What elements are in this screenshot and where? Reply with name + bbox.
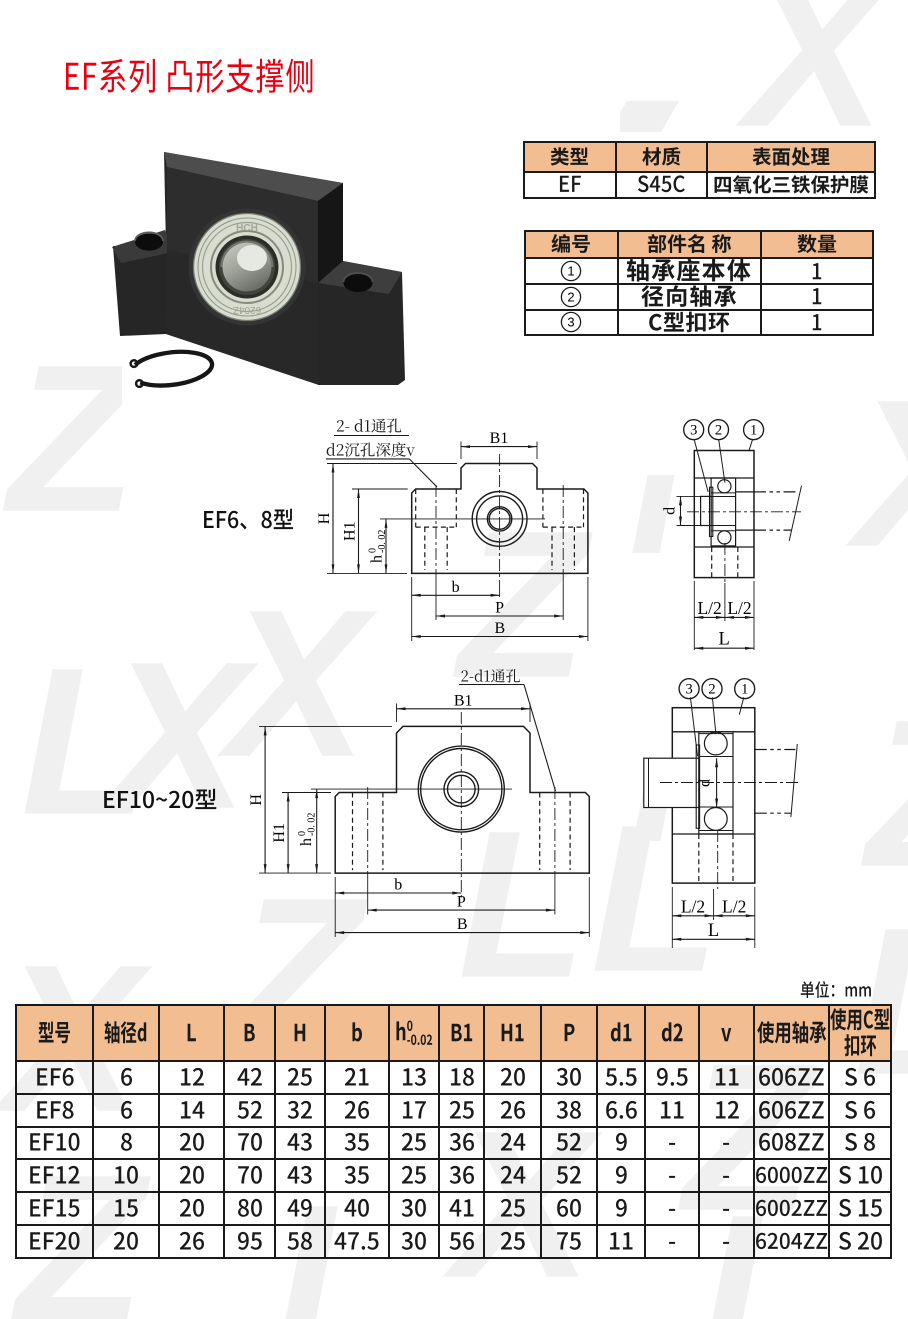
svg-text:L: L [718, 630, 729, 650]
svg-text:1: 1 [741, 682, 748, 698]
svg-text:H1: H1 [342, 521, 359, 541]
svg-text:B: B [494, 620, 505, 637]
svg-text:P: P [457, 894, 466, 911]
svg-text:h: h [369, 555, 386, 563]
svg-text:H: H [316, 512, 333, 524]
svg-text:3: 3 [568, 315, 575, 330]
svg-text:-0. 02: -0. 02 [307, 813, 318, 836]
svg-text:6204Z: 6204Z [233, 304, 261, 315]
svg-text:b: b [394, 877, 402, 894]
svg-text:L/2: L/2 [681, 896, 705, 916]
svg-text:2: 2 [568, 289, 575, 304]
svg-text:L/2: L/2 [697, 598, 721, 618]
svg-text:B1: B1 [454, 692, 473, 709]
svg-text:0: 0 [368, 548, 379, 553]
svg-text:2: 2 [708, 682, 715, 698]
svg-text:B: B [457, 916, 468, 933]
svg-text:L: L [708, 921, 719, 941]
svg-text:L/2: L/2 [722, 896, 746, 916]
svg-text:L/2: L/2 [727, 598, 751, 618]
svg-text:d: d [697, 779, 714, 787]
svg-text:1: 1 [750, 423, 757, 439]
svg-text:P: P [495, 600, 504, 617]
svg-text:d: d [662, 507, 679, 515]
svg-text:b: b [452, 579, 460, 596]
svg-text:HCH: HCH [236, 223, 258, 234]
svg-text:H1: H1 [271, 823, 288, 843]
svg-text:3: 3 [685, 682, 692, 698]
svg-text:-0. 02: -0. 02 [377, 530, 388, 553]
svg-text:H: H [248, 794, 265, 806]
svg-text:3: 3 [690, 423, 697, 439]
svg-text:B1: B1 [490, 430, 509, 447]
svg-text:h: h [298, 838, 315, 846]
svg-text:0: 0 [297, 831, 308, 836]
svg-text:1: 1 [568, 264, 575, 279]
svg-text:2: 2 [715, 423, 722, 439]
